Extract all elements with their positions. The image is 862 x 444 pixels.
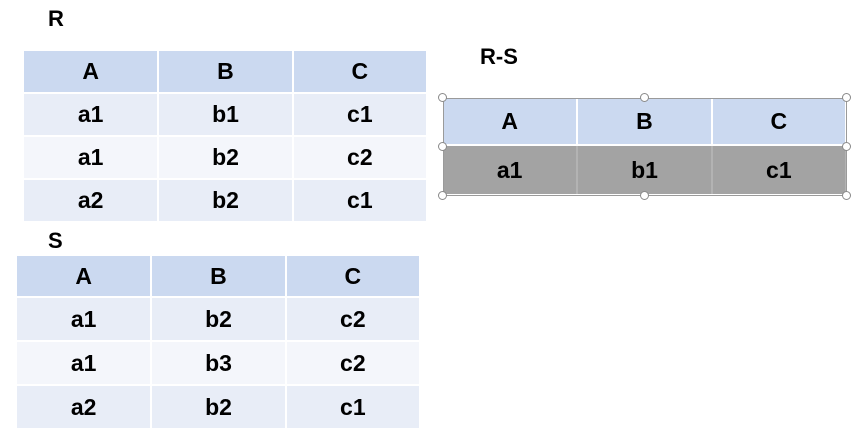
table-row: a1 b2 c2 — [17, 297, 422, 342]
table-cell: b1 — [577, 145, 713, 196]
table-cell: c2 — [292, 136, 429, 180]
table-cell: c2 — [285, 297, 422, 342]
table-row: a1 b1 c1 — [24, 93, 429, 137]
resize-handle-top-left[interactable] — [438, 93, 447, 102]
table-cell: c1 — [711, 145, 848, 196]
column-header: C — [292, 51, 429, 94]
table-header-row: A B C — [443, 98, 848, 146]
column-header: B — [151, 256, 287, 298]
table-cell: a1 — [24, 136, 160, 180]
column-header: B — [577, 98, 713, 146]
table-cell: a1 — [17, 297, 153, 342]
table-cell: c1 — [292, 179, 429, 223]
table-row: a1 b3 c2 — [17, 341, 422, 386]
column-header: A — [17, 256, 153, 298]
table-cell: a2 — [17, 385, 153, 430]
relation-rs-title: R-S — [480, 44, 518, 69]
table-cell: c2 — [285, 341, 422, 386]
table-cell: a1 — [443, 145, 579, 196]
table-cell: b2 — [151, 385, 287, 430]
table-cell: b3 — [151, 341, 287, 386]
resize-handle-bottom-left[interactable] — [438, 191, 447, 200]
table-cell: a2 — [24, 179, 160, 223]
relation-r-title: R — [48, 6, 64, 31]
table-cell: c1 — [285, 385, 422, 430]
relation-s-table: A B C a1 b2 c2 a1 b3 c2 a2 b2 c1 — [17, 256, 422, 430]
table-row: a1 b1 c1 — [443, 145, 848, 196]
table-cell: b2 — [151, 297, 287, 342]
relation-s-title: S — [48, 228, 63, 253]
resize-handle-right[interactable] — [842, 142, 851, 151]
relation-rs-table[interactable]: A B C a1 b1 c1 — [443, 98, 848, 196]
table-cell: b2 — [158, 136, 294, 180]
resize-handle-bottom-right[interactable] — [842, 191, 851, 200]
table-header-row: A B C — [17, 256, 422, 298]
resize-handle-bottom[interactable] — [640, 191, 649, 200]
table-cell: b1 — [158, 93, 294, 137]
relation-r-table: A B C a1 b1 c1 a1 b2 c2 a2 b2 c1 — [24, 51, 429, 223]
column-header: C — [285, 256, 422, 298]
table-row: a2 b2 c1 — [24, 179, 429, 223]
column-header: A — [443, 98, 579, 146]
resize-handle-top-right[interactable] — [842, 93, 851, 102]
column-header: C — [711, 98, 848, 146]
table-header-row: A B C — [24, 51, 429, 94]
column-header: A — [24, 51, 160, 94]
table-cell: b2 — [158, 179, 294, 223]
table-row: a1 b2 c2 — [24, 136, 429, 180]
table-cell: c1 — [292, 93, 429, 137]
table-cell: a1 — [24, 93, 160, 137]
table-cell: a1 — [17, 341, 153, 386]
resize-handle-top[interactable] — [640, 93, 649, 102]
column-header: B — [158, 51, 294, 94]
table-row: a2 b2 c1 — [17, 385, 422, 430]
resize-handle-left[interactable] — [438, 142, 447, 151]
selection-frame — [443, 98, 847, 196]
